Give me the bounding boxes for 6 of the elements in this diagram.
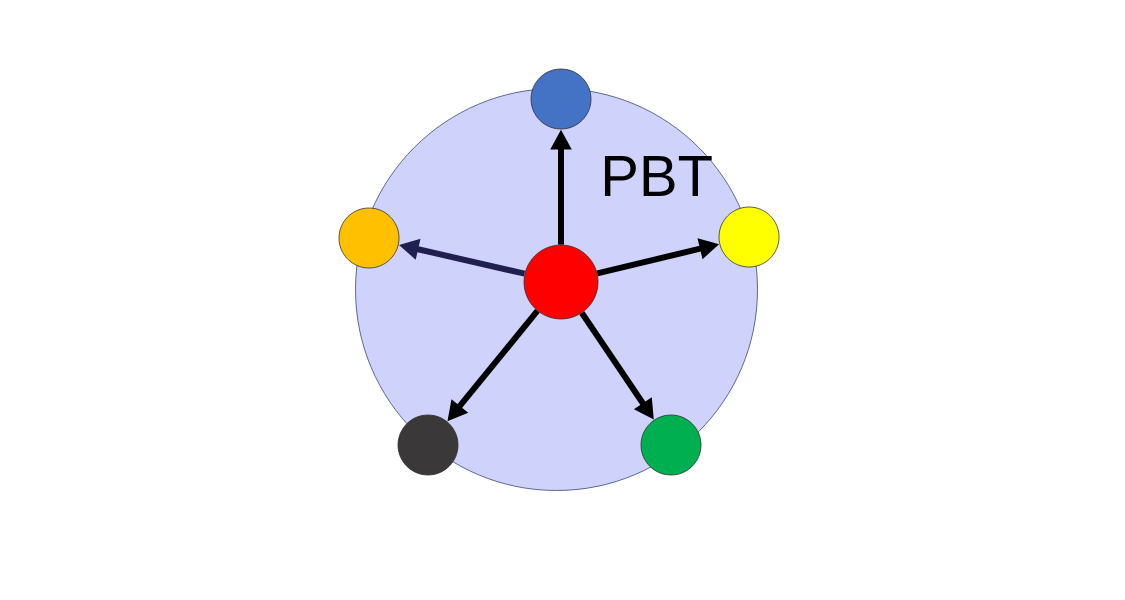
circle-node xyxy=(338,207,400,269)
circle-node xyxy=(718,206,780,268)
circle-node xyxy=(530,68,592,130)
circle-node xyxy=(397,414,459,476)
hub-circle xyxy=(523,244,599,320)
text-label: PBT xyxy=(604,156,712,196)
